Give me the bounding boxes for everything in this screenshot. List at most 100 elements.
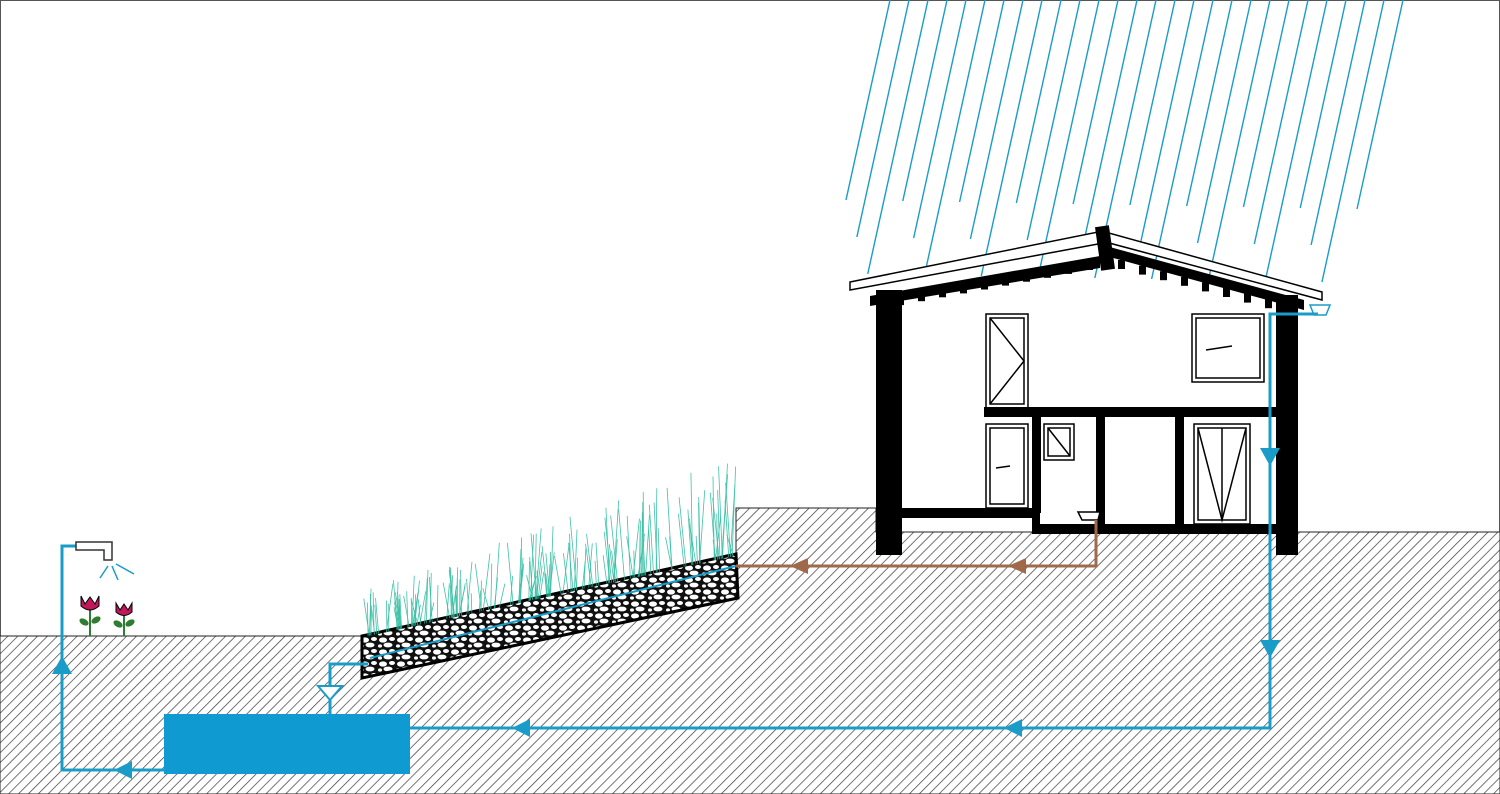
grass-blade (562, 543, 570, 594)
rafter-end (1223, 288, 1230, 297)
grass-blade (494, 542, 500, 609)
rain-line (856, 0, 910, 238)
grass-blade (643, 550, 646, 576)
rafter-end (1286, 304, 1293, 314)
grass-blade (669, 536, 673, 570)
greywater-pipe (736, 520, 1098, 574)
rafter-end (939, 288, 946, 298)
left-wall (876, 290, 902, 555)
grass-blade (537, 565, 543, 599)
grass-blade (482, 588, 490, 610)
downpipe-down-arrow-2 (1260, 640, 1280, 658)
grass-blade (436, 584, 439, 621)
grass-blade (726, 534, 734, 557)
rain-line (1129, 0, 1176, 206)
grass-blade (474, 563, 482, 612)
rain-line (1015, 0, 1062, 204)
rafter-end (1044, 268, 1051, 278)
wetland-distribution-pipe (369, 565, 737, 659)
grass-blade (446, 583, 450, 619)
grass-blade (573, 529, 578, 591)
rain-line (845, 0, 891, 201)
grass-blade (425, 569, 429, 624)
grass-blade (368, 588, 372, 636)
grass-blade (530, 533, 537, 600)
rafter-end (1118, 260, 1125, 269)
rain-line (980, 0, 1043, 277)
grass-blade (594, 560, 597, 587)
rain-line (1037, 0, 1100, 278)
grass-blade (519, 563, 525, 603)
grass-blade (608, 544, 615, 583)
grass-blade (367, 602, 369, 636)
rain-line (1264, 0, 1328, 282)
rafter-end (1139, 265, 1146, 275)
grass-blade (482, 553, 491, 611)
upper-right-window (1191, 313, 1265, 383)
grass-blade (466, 578, 470, 614)
grass-blade (626, 536, 634, 579)
rafter-end (1065, 264, 1072, 274)
grass-blade (535, 551, 543, 600)
grass-blade (657, 527, 661, 573)
grass-blade (506, 542, 514, 605)
grass-blade (653, 502, 658, 573)
grass-blade (528, 561, 530, 601)
rafter-end (1181, 276, 1188, 286)
grass-blade (460, 569, 462, 616)
grass-blade (499, 583, 506, 608)
rainwater-downpipe (410, 312, 1318, 737)
grass-blade (569, 533, 572, 592)
bathroom-window (1043, 423, 1075, 461)
rain-line (1321, 0, 1385, 283)
rain-line (1072, 0, 1119, 205)
grass-blade (613, 500, 620, 583)
grass-blade (374, 604, 378, 635)
water-spray (99, 563, 135, 581)
grass-blade (642, 491, 645, 576)
grass-blade (665, 537, 673, 570)
right-wall (1276, 295, 1298, 555)
grass-blade (375, 598, 379, 634)
grass-blade (394, 602, 400, 630)
partition-wall (1096, 417, 1105, 527)
water-storage-tank (164, 714, 410, 774)
rafter-end (918, 292, 925, 302)
lower-left-window (985, 423, 1029, 509)
rain-line (1242, 0, 1290, 208)
grass-blade (490, 563, 493, 610)
grass-blade (547, 564, 551, 597)
grass-blade (724, 500, 730, 558)
grass-blade (406, 591, 409, 628)
grass-blade (618, 509, 625, 580)
grass-blade (363, 598, 370, 636)
grass-blade (394, 597, 402, 629)
grass-blade (610, 515, 618, 582)
rain-line (1026, 0, 1081, 241)
irrigation-pipe (52, 544, 164, 779)
riser-up-arrow (52, 656, 72, 674)
rain-line (902, 0, 948, 202)
upper-left-window (985, 313, 1029, 409)
grass-blade (458, 583, 466, 617)
rafter-end (1244, 293, 1251, 303)
rain-line (958, 0, 1005, 203)
grass-blade (428, 576, 433, 622)
grass-blade (678, 497, 687, 567)
greywater-left-arrow-1 (1008, 558, 1026, 574)
grass-blade (731, 466, 737, 557)
grass-blade (455, 567, 459, 617)
grass-blade (544, 573, 548, 597)
grass-blade (715, 515, 722, 561)
patio-door (1193, 423, 1251, 525)
grass-blade (717, 490, 721, 560)
flower-icon (113, 601, 135, 636)
rafter-end (1023, 272, 1030, 282)
rain-line (1140, 0, 1195, 243)
grass-blade (648, 504, 654, 574)
grass-blade (393, 607, 399, 630)
grass-blade (385, 583, 394, 633)
partition-wall (1175, 417, 1184, 527)
grass-blade (699, 490, 706, 564)
